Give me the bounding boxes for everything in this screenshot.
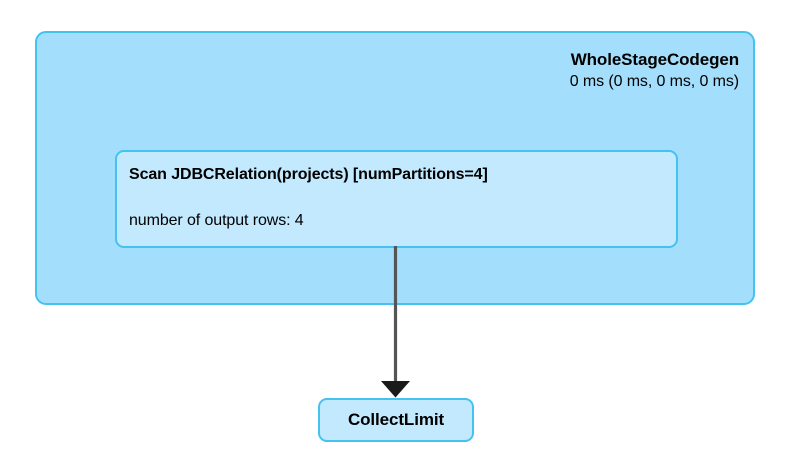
whole-stage-codegen-duration-metric: 0 ms (0 ms, 0 ms, 0 ms)	[569, 73, 739, 90]
scan-jdbc-relation-output-rows-metric: number of output rows: 4	[129, 212, 304, 229]
edge-arrowhead-icon	[381, 381, 410, 398]
graph-node-collect-limit[interactable]: CollectLimit	[318, 398, 474, 442]
scan-jdbc-relation-title: Scan JDBCRelation(projects) [numPartitio…	[129, 166, 488, 183]
graph-node-scan-jdbc-relation[interactable]: Scan JDBCRelation(projects) [numPartitio…	[115, 150, 678, 248]
whole-stage-codegen-title: WholeStageCodegen	[570, 50, 739, 69]
graph-node-whole-stage-codegen[interactable]: WholeStageCodegen 0 ms (0 ms, 0 ms, 0 ms…	[35, 31, 755, 305]
collect-limit-title: CollectLimit	[347, 410, 445, 429]
whole-stage-codegen-header: WholeStageCodegen 0 ms (0 ms, 0 ms, 0 ms…	[570, 51, 739, 90]
